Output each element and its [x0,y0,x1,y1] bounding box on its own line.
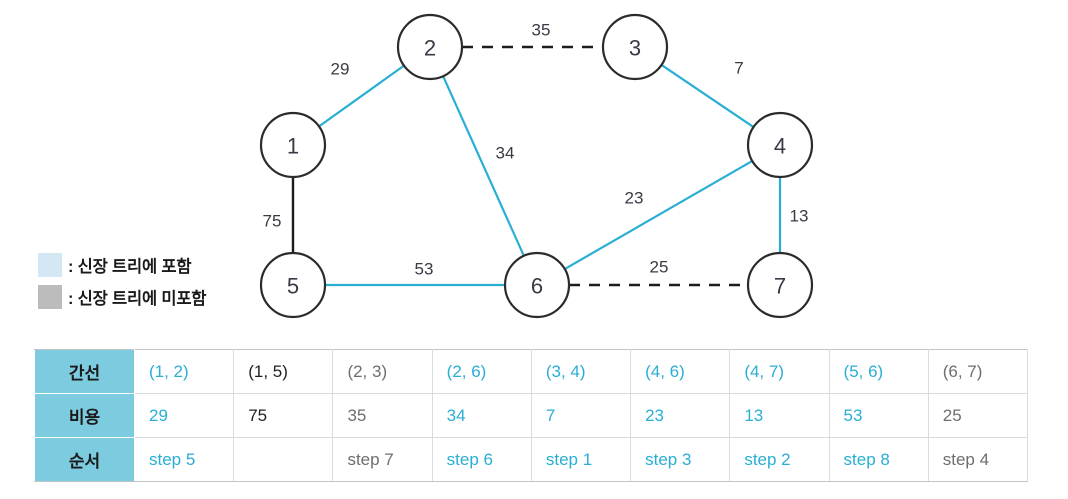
table-cell-edge-7: (4, 7) [729,349,830,394]
table-cell-order-2 [233,437,334,482]
edge-weight-3-4: 7 [734,59,743,78]
graph-node-2 [396,13,464,81]
legend: : 신장 트리에 포함 : 신장 트리에 미포함 [38,249,253,313]
graph-node-label-5: 5 [287,274,299,299]
graph-node-label-4: 4 [774,134,786,159]
table-cell-edge-4: (2, 6) [431,349,532,394]
graph-node-label-6: 6 [531,274,543,299]
table-cell-order-3: step 7 [332,437,433,482]
graph-node-5 [259,251,327,319]
table-cell-order-7: step 2 [729,437,830,482]
table-cell-edge-1: (1, 2) [133,349,235,394]
table-cell-edge-5: (3, 4) [530,349,632,394]
legend-item-excluded: : 신장 트리에 미포함 [38,281,253,313]
table-cell-cost-5: 7 [530,393,632,438]
table-cell-order-5: step 1 [530,437,632,482]
edge-weight-6-7: 25 [650,258,669,277]
row-header-order: 순서 [34,437,135,482]
graph-node-6 [503,251,571,319]
table-cell-cost-4: 34 [431,393,532,438]
table-cell-cost-2: 75 [233,393,334,438]
table-cell-order-9: step 4 [927,437,1029,482]
graph-node-3 [601,13,669,81]
table-cell-cost-8: 53 [828,393,929,438]
legend-swatch-excluded [38,285,62,309]
edge-4-6 [564,160,753,270]
graph-node-label-1: 1 [287,134,299,159]
row-header-edge: 간선 [34,349,135,394]
edge-cost-order-table: 간선 (1, 2)(1, 5)(2, 3)(2, 6)(3, 4)(4, 6)(… [34,349,1029,482]
edge-1-2 [318,64,405,128]
graph-node-4 [746,111,814,179]
table-cell-cost-7: 13 [729,393,830,438]
legend-swatch-included [38,253,62,277]
edge-weight-2-6: 34 [496,144,515,163]
legend-label-excluded: : 신장 트리에 미포함 [68,290,207,308]
table-cell-cost-6: 23 [630,393,731,438]
table-cell-order-6: step 3 [630,437,731,482]
table-cell-edge-2: (1, 5) [233,349,334,394]
table-row-edge: 간선 (1, 2)(1, 5)(2, 3)(2, 6)(3, 4)(4, 6)(… [34,349,1029,394]
row-header-cost: 비용 [34,393,135,438]
table-cell-order-8: step 8 [828,437,929,482]
table-cell-cost-3: 35 [332,393,433,438]
graph-node-label-3: 3 [629,36,641,61]
graph-node-label-2: 2 [424,36,436,61]
edge-layer [291,45,782,287]
table-cell-cost-9: 25 [927,393,1029,438]
edge-weight-4-7: 13 [790,207,809,226]
edge-2-6 [442,75,525,257]
edge-3-4 [660,64,755,128]
graph-node-label-7: 7 [774,274,786,299]
edge-weight-1-2: 29 [331,60,350,79]
graph-node-1 [259,111,327,179]
table-cell-edge-6: (4, 6) [630,349,731,394]
graph-node-7 [746,251,814,319]
edge-weight-2-3: 35 [532,21,551,40]
legend-label-included: : 신장 트리에 포함 [68,258,192,276]
legend-item-included: : 신장 트리에 포함 [38,249,253,281]
table-cell-edge-9: (6, 7) [927,349,1029,394]
edge-weight-4-6: 23 [625,189,644,208]
table-cell-edge-3: (2, 3) [332,349,433,394]
edge-weight-1-5: 75 [263,212,282,231]
table-cell-order-4: step 6 [431,437,532,482]
table-cell-order-1: step 5 [133,437,235,482]
table-cell-cost-1: 29 [133,393,235,438]
table-cell-edge-8: (5, 6) [828,349,929,394]
edge-weight-5-6: 53 [415,260,434,279]
